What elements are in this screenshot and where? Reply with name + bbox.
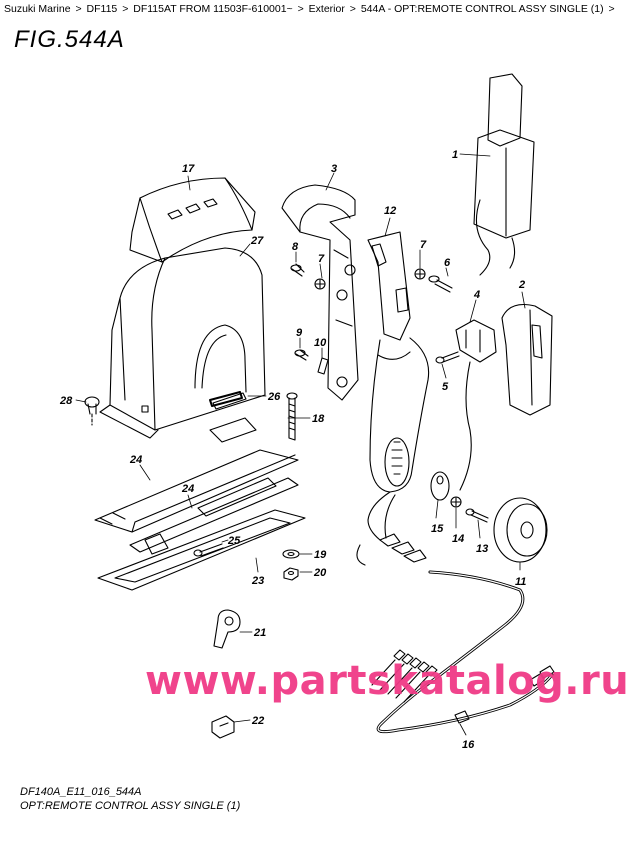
callout-16[interactable]: 16 [462,739,475,751]
part-7-washer-left[interactable] [314,278,326,290]
part-4-switch[interactable] [455,319,497,491]
callout-24[interactable]: 24 [181,483,194,495]
part-12-control-lever[interactable] [367,231,430,493]
breadcrumb-separator: > [349,3,356,15]
part-23-gasket[interactable] [97,509,306,591]
callout-2[interactable]: 2 [518,279,525,291]
callout-27[interactable]: 27 [250,235,264,247]
part-13-screw[interactable] [465,508,489,523]
breadcrumb-separator: > [297,3,304,15]
part-17-top-cover[interactable] [129,177,256,263]
callout-1[interactable]: 1 [452,149,458,161]
callout-15[interactable]: 15 [431,523,444,535]
part-2-grip[interactable] [501,303,553,416]
callout-5[interactable]: 5 [442,381,449,393]
part-3-lever-arm[interactable] [281,184,359,401]
leader-lines [75,153,526,736]
callout-labels: 1 2 3 4 5 6 7 7 8 9 10 11 12 13 14 15 16… [59,149,526,751]
callout-28[interactable]: 28 [59,395,73,407]
callout-3[interactable]: 3 [331,163,337,175]
breadcrumb-item[interactable]: Suzuki Marine [4,3,71,15]
part-5-screw[interactable] [435,351,460,364]
breadcrumb-separator: > [75,3,82,15]
watermark: www.partskatalog.ru [145,658,629,704]
figure-title: FIG.544A [14,26,125,53]
callout-10[interactable]: 10 [314,337,327,349]
part-14-washer[interactable] [450,496,462,508]
callout-18[interactable]: 18 [312,413,325,425]
callout-4[interactable]: 4 [473,289,480,301]
part-10-bushing[interactable] [317,357,329,375]
part-7-washer-right[interactable] [414,268,426,280]
callout-11[interactable]: 11 [515,576,526,588]
wiring-loom [356,491,427,566]
callout-17[interactable]: 17 [182,163,195,175]
breadcrumb-item[interactable]: 544A - OPT:REMOTE CONTROL ASSY SINGLE (1… [360,3,604,15]
callout-21[interactable]: 21 [253,627,266,639]
callout-22[interactable]: 22 [251,715,264,727]
part-21-clip[interactable] [213,609,241,649]
callout-25[interactable]: 25 [227,535,241,547]
part-19-washer[interactable] [282,549,300,559]
part-22-clamp[interactable] [211,715,235,739]
callout-7[interactable]: 7 [318,253,325,265]
callout-6[interactable]: 6 [444,257,451,269]
part-6-screw[interactable] [428,275,453,293]
part-28-screw[interactable] [84,396,100,426]
callout-26[interactable]: 26 [267,391,281,403]
breadcrumb-item[interactable]: DF115AT FROM 11503F-610001~ [133,3,293,15]
callout-14[interactable]: 14 [452,533,464,545]
part-1-remote-control[interactable] [473,73,535,276]
part-27-housing-cover[interactable] [99,247,266,439]
part-20-nut[interactable] [283,567,299,581]
callout-23[interactable]: 23 [251,575,264,587]
breadcrumb-separator: > [122,3,129,15]
callout-7[interactable]: 7 [420,239,427,251]
callout-8[interactable]: 8 [292,241,299,253]
callout-20[interactable]: 20 [313,567,327,579]
figure-code: DF140A_E11_016_544A [20,786,142,798]
callout-12[interactable]: 12 [384,205,396,217]
breadcrumb-item[interactable]: DF115 [86,3,118,15]
callout-19[interactable]: 19 [314,549,327,561]
callout-13[interactable]: 13 [476,543,488,555]
callout-9[interactable]: 9 [296,327,303,339]
breadcrumb: Suzuki Marine > DF115 > DF115AT FROM 115… [4,3,615,16]
parts-diagram: 1 2 3 4 5 6 7 7 8 9 10 11 12 13 14 15 16… [59,73,555,751]
part-11-knob[interactable] [493,497,548,563]
callout-24[interactable]: 24 [129,454,142,466]
part-18-bolt[interactable] [286,392,298,441]
part-9-screw[interactable] [294,349,309,361]
part-8-screw[interactable] [290,263,305,277]
part-15-pad[interactable] [430,471,450,501]
part-24-plates[interactable] [94,417,299,555]
figure-caption: OPT:REMOTE CONTROL ASSY SINGLE (1) [20,800,241,812]
part-16-harness[interactable] [371,570,555,734]
breadcrumb-trailing: > [608,3,615,15]
breadcrumb-item[interactable]: Exterior [308,3,345,15]
part-26-strip[interactable] [212,392,247,410]
